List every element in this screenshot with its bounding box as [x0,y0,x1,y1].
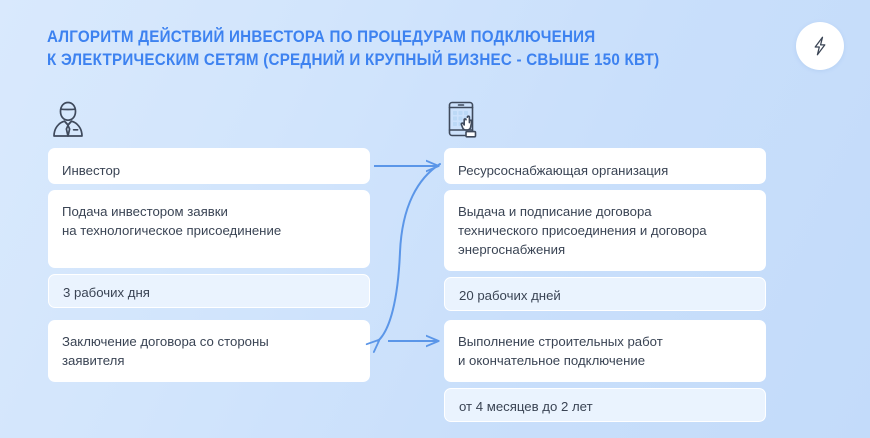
card-investor-term[interactable]: 3 рабочих дня [48,274,370,308]
page-title-line-2: К ЭЛЕКТРИЧЕСКИМ СЕТЯМ (СРЕДНИЙ И КРУПНЫЙ… [47,51,660,69]
card-contract-conclusion[interactable]: Заключение договора со стороны заявителя [48,320,370,382]
card-utility-contract[interactable]: Выдача и подписание договора техническог… [444,190,766,271]
card-utility-heading-text: Ресурсоснабжающая организация [458,163,669,178]
left-column-bottom-group: Заключение договора со стороны заявителя [48,320,370,388]
card-contract-conclusion-line-2: заявителя [62,353,125,368]
card-investor-application[interactable]: Подача инвестором заявки на технологичес… [48,190,370,268]
right-column-bottom-group: Выполнение строительных работ и окончате… [444,320,766,428]
card-investor-term-text: 3 рабочих дня [63,285,150,300]
card-construction-works-line-1: Выполнение строительных работ [458,334,663,349]
card-contract-conclusion-line-1: Заключение договора со стороны [62,334,269,349]
card-utility-term[interactable]: 20 рабочих дней [444,277,766,311]
card-investor-heading[interactable]: Инвестор [48,148,370,184]
left-column-top-group: Инвестор Подача инвестором заявки на тех… [48,148,370,314]
connector-s-curve [378,163,441,341]
card-investor-application-line-2: на технологическое присоединение [62,223,282,238]
lightning-bolt-icon [814,36,826,56]
card-construction-works[interactable]: Выполнение строительных работ и окончате… [444,320,766,382]
card-utility-contract-line-3: энергоснабжения [458,242,566,257]
card-investor-application-line-1: Подача инвестором заявки [62,204,228,219]
right-column-top-group: Ресурсоснабжающая организация Выдача и п… [444,148,766,317]
card-investor-heading-text: Инвестор [62,163,121,178]
page-title: АЛГОРИТМ ДЕЙСТВИЙ ИНВЕСТОРА ПО ПРОЦЕДУРА… [47,26,747,72]
card-construction-term-text: от 4 месяцев до 2 лет [459,399,593,414]
smartphone-touch-icon [438,95,486,143]
lightning-badge [796,22,844,70]
card-utility-term-text: 20 рабочих дней [459,288,561,303]
page-title-line-1: АЛГОРИТМ ДЕЙСТВИЙ ИНВЕСТОРА ПО ПРОЦЕДУРА… [47,28,596,46]
card-construction-term[interactable]: от 4 месяцев до 2 лет [444,388,766,422]
card-construction-works-line-2: и окончательное подключение [458,353,646,368]
card-utility-contract-line-1: Выдача и подписание договора [458,204,652,219]
card-utility-contract-line-2: технического присоединения и договора [458,223,707,238]
businessman-icon [44,95,92,143]
card-utility-heading[interactable]: Ресурсоснабжающая организация [444,148,766,184]
